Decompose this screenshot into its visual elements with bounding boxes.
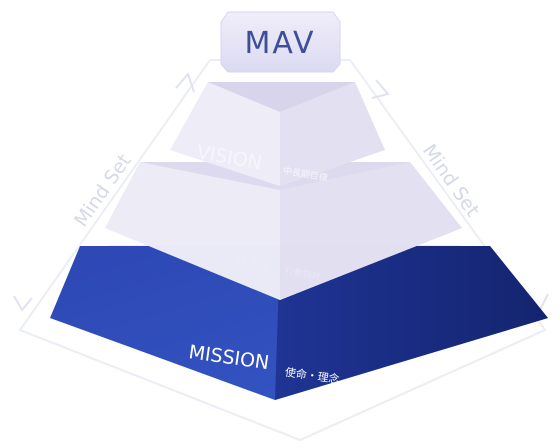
mav-badge: MAV (220, 11, 341, 73)
mav-title: MAV (244, 26, 315, 61)
action-tier (105, 162, 462, 300)
background-outline (18, 59, 547, 442)
left-bottom-arrow-icon (13, 295, 33, 312)
right-top-arrow-icon (371, 79, 390, 99)
left-top-arrow-icon (175, 72, 195, 93)
vision-tier (170, 82, 385, 186)
